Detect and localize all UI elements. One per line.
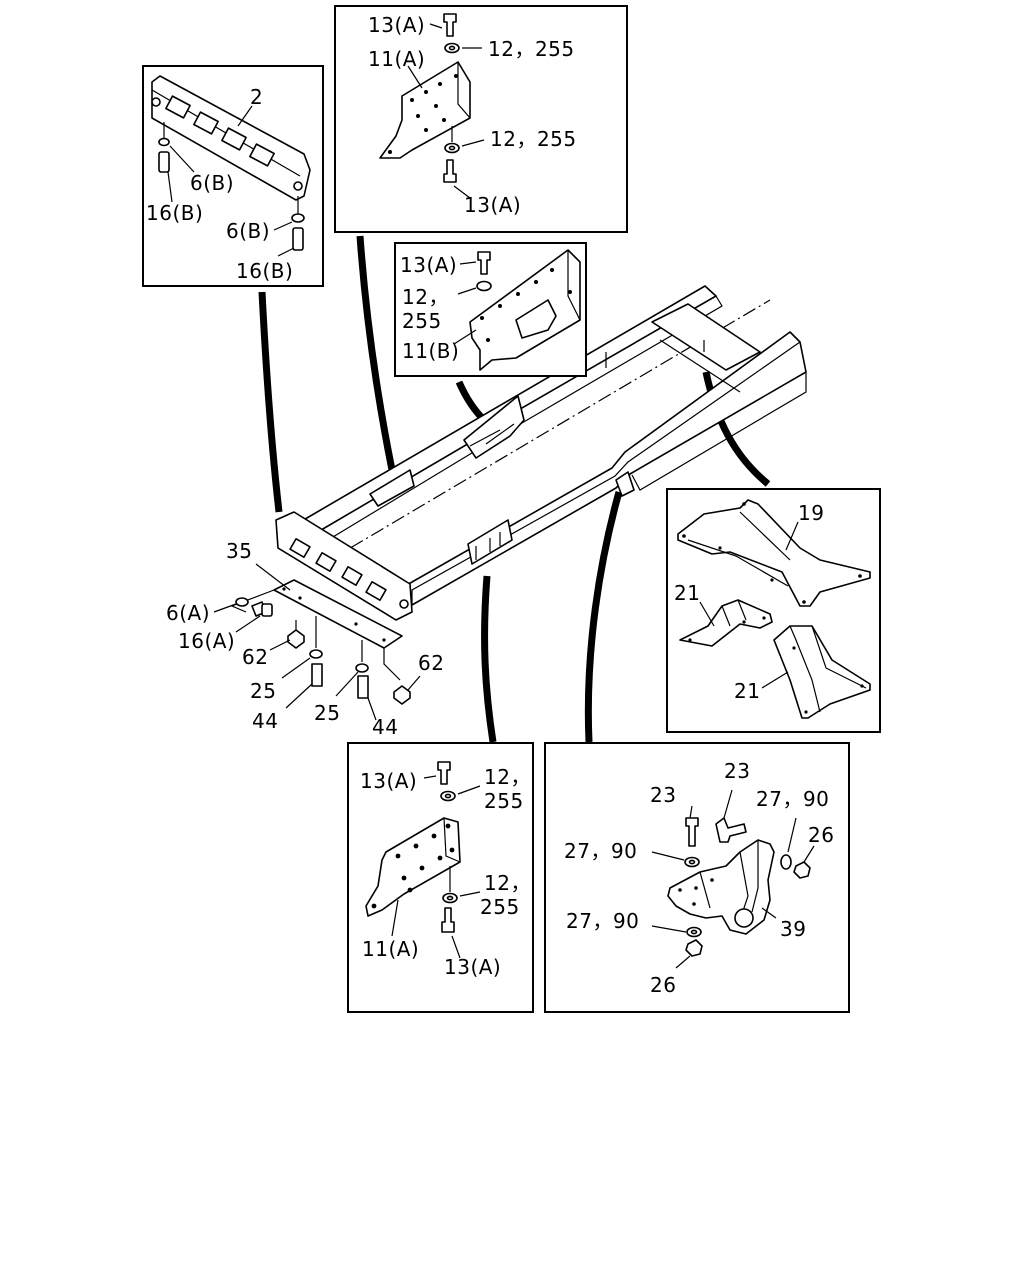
skid-plate-35 xyxy=(273,579,403,649)
callout-2: 2 xyxy=(250,85,263,109)
callout-11a: 11(A) xyxy=(362,937,419,961)
installed-hanger-39 xyxy=(615,471,635,497)
washer-12-255 xyxy=(476,280,492,292)
bolt-13a xyxy=(477,251,491,275)
callout-21-lower: 21 xyxy=(734,679,760,703)
callout-13a-top: 13(A) xyxy=(368,13,425,37)
bolt-23-left xyxy=(685,817,699,847)
callout-6b-upper: 6(B) xyxy=(190,171,234,195)
callout-255-top: 255 xyxy=(484,789,524,813)
washer-25-left xyxy=(309,649,323,659)
callout-16b-upper: 16(B) xyxy=(146,201,203,225)
bolt-13a-bottom xyxy=(441,907,455,933)
callout-255: 255 xyxy=(402,309,442,333)
bolt-13a-bottom xyxy=(443,159,457,183)
nut-62-left xyxy=(287,629,305,649)
nut-26-bottom xyxy=(685,939,703,957)
bracket-11a xyxy=(365,817,461,917)
callout-27-90-left-lower: 27，90 xyxy=(566,909,639,933)
callout-23-right: 23 xyxy=(724,759,750,783)
callout-12-bottom-line1: 12， xyxy=(484,871,531,895)
crossmember-part-19 xyxy=(677,499,871,607)
gusset-21-lower xyxy=(773,625,871,719)
callout-27-90-left-upper: 27，90 xyxy=(564,839,637,863)
callout-6a: 6(A) xyxy=(166,601,210,625)
bracket-11b xyxy=(469,249,581,371)
bolt-16b-lower xyxy=(292,227,304,251)
inset-connector-lines xyxy=(258,235,771,743)
connector-bracket-11a-top xyxy=(356,235,396,471)
callout-11a: 11(A) xyxy=(368,47,425,71)
washer-27-90-right xyxy=(780,854,792,870)
callout-12-255-bottom: 12，255 xyxy=(490,127,577,151)
connector-crossmember-19 xyxy=(702,371,771,487)
bracket-11a xyxy=(379,61,471,159)
callout-25-left: 25 xyxy=(250,679,276,703)
washer-25-right xyxy=(355,663,369,673)
bolt-13a-top xyxy=(437,761,451,785)
callout-13a: 13(A) xyxy=(400,253,457,277)
frame-leaders xyxy=(213,563,421,721)
washer-6a xyxy=(235,597,249,607)
callout-25-right: 25 xyxy=(314,701,340,725)
callout-12-top-line1: 12， xyxy=(484,765,531,789)
callout-12-255-top: 12，255 xyxy=(488,37,575,61)
installed-bracket-11b xyxy=(463,395,525,459)
frame-centerline xyxy=(329,299,771,561)
bolt-13a-top xyxy=(443,13,457,37)
front-crossmember xyxy=(275,511,413,621)
callout-35: 35 xyxy=(226,539,252,563)
callout-23-left: 23 xyxy=(650,783,676,807)
installed-bracket-11a-upper xyxy=(369,469,415,507)
washer-6b-lower xyxy=(291,213,305,223)
callout-44-right: 44 xyxy=(372,715,398,739)
gusset-21-upper xyxy=(679,599,773,647)
bolt-23-right xyxy=(715,817,747,843)
connector-hanger-39 xyxy=(584,491,623,743)
callout-255-bottom: 255 xyxy=(480,895,520,919)
callout-39: 39 xyxy=(780,917,806,941)
callout-27-90-right: 27，90 xyxy=(756,787,829,811)
callout-44-left: 44 xyxy=(252,709,278,733)
frame-fasteners xyxy=(235,597,411,705)
callout-16a: 16(A) xyxy=(178,629,235,653)
callout-26-bottom: 26 xyxy=(650,973,676,997)
inset-bracket-11a-top: 13(A) 12，255 11(A) 12，255 13(A) xyxy=(334,5,628,233)
callout-12-line1: 12， xyxy=(402,285,449,309)
callout-19: 19 xyxy=(798,501,824,525)
connector-bracket-11b xyxy=(455,380,487,423)
callout-13a-top: 13(A) xyxy=(360,769,417,793)
callout-21-upper: 21 xyxy=(674,581,700,605)
bolt-16b-upper xyxy=(158,151,170,173)
connector-bracket-11a-bottom xyxy=(481,575,497,743)
washer-6b-upper xyxy=(158,137,170,147)
callout-62-right: 62 xyxy=(418,651,444,675)
bolt-44-left xyxy=(311,663,323,687)
callout-13a-bottom: 13(A) xyxy=(464,193,521,217)
connector-front-crossmember xyxy=(258,291,283,513)
bolt-44-right xyxy=(357,675,369,699)
chassis-frame xyxy=(230,285,807,681)
callout-26-right: 26 xyxy=(808,823,834,847)
inset-front-crossmember: 2 6(B) 16(B) 6(B) 16(B) xyxy=(142,65,324,287)
nut-62-right xyxy=(393,685,411,705)
callout-16b-lower: 16(B) xyxy=(236,259,293,283)
callout-11b: 11(B) xyxy=(402,339,459,363)
callout-62-left: 62 xyxy=(242,645,268,669)
inset-bracket-11a-bottom: 13(A) 12， 255 12， 255 11(A) 13(A) xyxy=(347,742,534,1013)
inset-hanger-39: 23 23 27，90 26 27，90 27，90 39 26 xyxy=(544,742,850,1013)
inset-bracket-11b: 13(A) 12， 255 11(B) xyxy=(394,242,587,377)
callout-13a-bottom: 13(A) xyxy=(444,955,501,979)
inset-crossmember-19: 19 21 21 xyxy=(666,488,881,733)
frame-callouts: 35 6(A) 16(A) 62 25 44 25 44 62 xyxy=(166,539,444,739)
rear-crossmember xyxy=(651,303,761,371)
callout-6b-lower: 6(B) xyxy=(226,219,270,243)
